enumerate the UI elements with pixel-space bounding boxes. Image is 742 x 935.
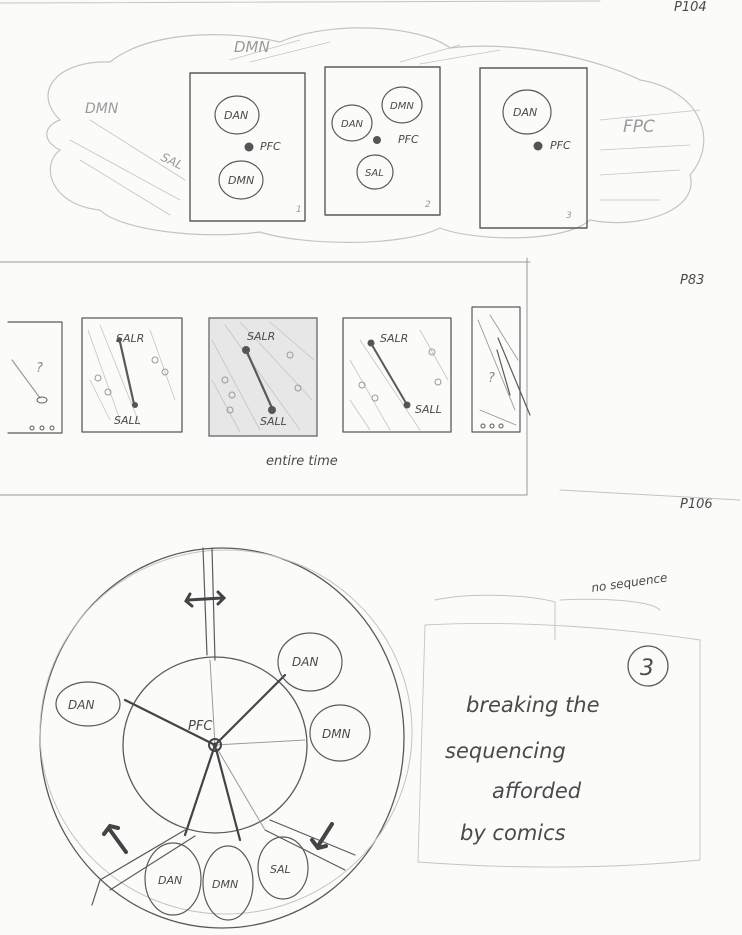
svg-text:SALL: SALL (415, 403, 442, 416)
middle-sketch: ? SALR SALL SALR SALL (0, 257, 741, 501)
node-left: DAN (68, 698, 94, 712)
svg-text:2: 2 (425, 200, 431, 210)
middle-panel-a: SALR SALL (81, 317, 183, 433)
arrow-top-icon (184, 590, 227, 608)
middle-panel-c: SALR SALL (342, 317, 452, 433)
svg-text:3: 3 (640, 656, 654, 681)
svg-text:1: 1 (296, 205, 302, 215)
node-upper-right: DAN (292, 655, 318, 669)
svg-text:SALR: SALR (380, 332, 408, 345)
node-bottom-left: DAN (158, 874, 182, 887)
note-line-2: sequencing (445, 739, 566, 763)
svg-text:PFC: PFC (550, 139, 571, 152)
svg-text:3: 3 (566, 211, 572, 221)
node-dmn (218, 160, 264, 200)
hub-label: PFC (188, 719, 213, 734)
background-cloud (46, 27, 705, 243)
node-sal (356, 154, 394, 190)
background-label-sal-left: SAL (159, 150, 185, 172)
svg-text:PFC: PFC (398, 133, 419, 146)
top-panel-2: DAN DMN PFC SAL 2 (324, 66, 441, 216)
svg-text:?: ? (36, 361, 43, 376)
arrow-right-icon (310, 822, 334, 851)
hub-pfc-dot (244, 142, 254, 152)
svg-text:SAL: SAL (365, 168, 384, 179)
svg-text:?: ? (488, 371, 495, 386)
svg-text:SALL: SALL (260, 415, 287, 428)
middle-panel-right-partial: ? (471, 306, 531, 433)
top-sketch: DMN DMN SAL FPC DAN PFC DMN 1 DAN DMN PF… (46, 27, 705, 243)
middle-panel-left-partial: ? (7, 321, 63, 434)
node-dan (502, 89, 552, 135)
middle-caption: entire time (266, 454, 338, 469)
middle-panel-b: SALR SALL (208, 317, 318, 437)
svg-text:DAN: DAN (224, 109, 248, 122)
svg-text:SALR: SALR (247, 330, 275, 343)
svg-text:DMN: DMN (390, 101, 414, 112)
note-line-1: breaking the (466, 693, 600, 717)
annotation-no-sequence: no sequence (590, 570, 668, 595)
background-label-dmn-left: DMN (85, 101, 119, 117)
circled-number (627, 645, 669, 687)
page-number-top: P104 (674, 0, 707, 15)
svg-text:PFC: PFC (260, 140, 281, 153)
hub-pfc-dot (373, 136, 381, 144)
page-number-bottom: P106 (680, 497, 713, 512)
top-panel-1: DAN PFC DMN 1 (189, 72, 306, 222)
node-dan (214, 95, 260, 135)
top-panel-3: DAN PFC 3 (479, 67, 588, 229)
page-number-middle: P83 (680, 273, 704, 288)
bottom-sketch: PFC DAN DAN DMN DAN DMN SAL (39, 547, 413, 929)
note-line-4: by comics (460, 821, 566, 845)
svg-text:DMN: DMN (228, 174, 254, 187)
hub-pfc-dot (208, 738, 222, 752)
svg-text:DAN: DAN (341, 119, 364, 130)
note-line-3: afforded (492, 779, 582, 803)
background-label-fpc-right: FPC (623, 117, 655, 137)
svg-text:DAN: DAN (513, 106, 537, 119)
node-bottom-mid: DMN (212, 878, 238, 891)
svg-text:SALL: SALL (114, 414, 141, 427)
node-bottom-right: SAL (270, 863, 291, 876)
arrow-left-icon (102, 823, 128, 854)
node-dmn (381, 86, 423, 124)
background-label-dmn-top: DMN (234, 38, 270, 56)
hub-pfc-dot (533, 141, 543, 151)
node-dan (331, 104, 373, 142)
node-right: DMN (322, 727, 351, 741)
note-area: no sequence 3 breaking the sequencing af… (417, 570, 701, 868)
svg-text:SALR: SALR (116, 332, 144, 345)
